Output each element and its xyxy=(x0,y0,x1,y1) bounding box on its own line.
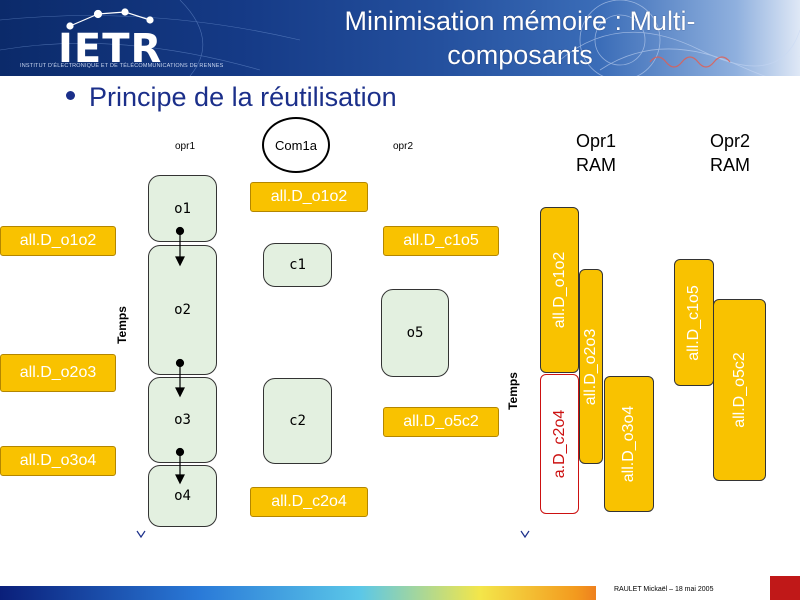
operation-box: o5 xyxy=(381,289,449,377)
slide-header: IETR INSTITUT D'ÉLECTRONIQUE ET DE TÉLÉC… xyxy=(0,0,800,76)
memory-bar: all.D_o2o3 xyxy=(579,269,603,464)
opr1-ram-label: Opr1 RAM xyxy=(575,131,617,175)
alloc-box: all.D_c2o4 xyxy=(250,487,368,517)
memory-bar: all.D_o5c2 xyxy=(713,299,766,481)
arrow-down-icon xyxy=(175,387,185,398)
header-decoration xyxy=(0,0,800,76)
com-label: Com1a xyxy=(275,137,317,153)
memory-bar-label: all.D_c1o5 xyxy=(685,284,702,361)
opr2-label: opr2 xyxy=(393,141,414,152)
communication-box: c2 xyxy=(263,378,332,464)
footer-author: RAULET Mickaël – 18 mai 2005 xyxy=(614,586,714,593)
memory-bar-reused: a.D_c2o4 xyxy=(540,374,579,514)
time-arrow-icon xyxy=(520,530,530,539)
bullet-point: Principe de la réutilisation xyxy=(66,82,397,113)
memory-bar: all.D_o1o2 xyxy=(540,207,579,373)
com-medium-circle: Com1a xyxy=(262,117,330,173)
alloc-box: all.D_c1o5 xyxy=(383,226,499,256)
arrow-down-icon xyxy=(175,256,185,267)
alloc-box: all.D_o3o4 xyxy=(0,446,116,476)
memory-bar-label: all.D_o2o3 xyxy=(582,328,599,405)
logo-text: IETR xyxy=(58,26,163,72)
bullet-text: Principe de la réutilisation xyxy=(89,82,397,112)
memory-bar-label: all.D_o3o4 xyxy=(620,405,637,483)
logo-subtitle: INSTITUT D'ÉLECTRONIQUE ET DE TÉLÉCOMMUN… xyxy=(20,63,224,69)
alloc-box: all.D_o2o3 xyxy=(0,354,116,392)
memory-bar-label: all.D_o5c2 xyxy=(730,352,748,428)
memory-bar: all.D_c1o5 xyxy=(674,259,714,386)
time-axis-label: Temps xyxy=(505,372,520,410)
memory-bar-label: a.D_c2o4 xyxy=(550,409,568,479)
operation-box: o2 xyxy=(148,245,217,375)
opr2-ram-label: Opr2 RAM xyxy=(709,131,751,175)
bullet-dot-icon xyxy=(66,91,75,101)
footer-decoration xyxy=(0,574,800,600)
memory-bar: all.D_o3o4 xyxy=(604,376,654,512)
time-arrow-icon xyxy=(136,530,146,539)
communication-box: c1 xyxy=(263,243,332,287)
alloc-box: all.D_o5c2 xyxy=(383,407,499,437)
slide-title: Minimisation mémoire : Multi-composants xyxy=(344,6,696,70)
opr1-label: opr1 xyxy=(175,141,196,152)
memory-bar-label: all.D_o1o2 xyxy=(550,251,568,329)
alloc-box: all.D_o1o2 xyxy=(0,226,116,256)
alloc-box: all.D_o1o2 xyxy=(250,182,368,212)
arrow-down-icon xyxy=(175,474,185,485)
